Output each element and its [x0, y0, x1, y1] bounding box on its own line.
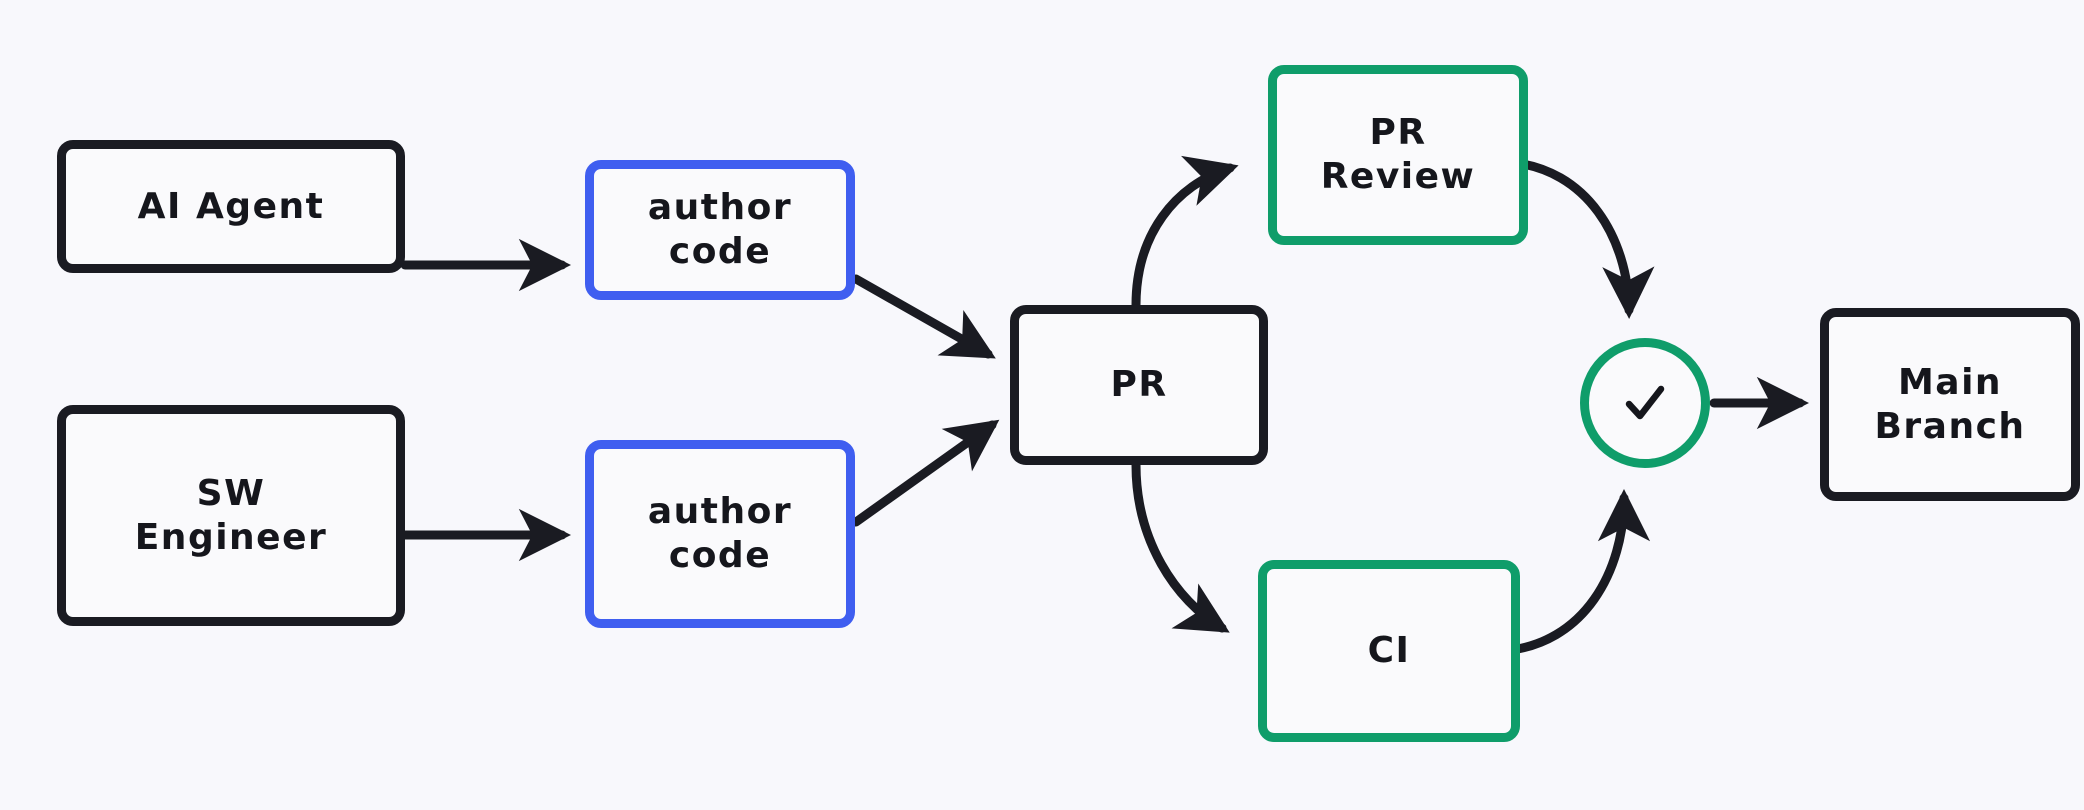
node-sw-engineer[interactable]: SW Engineer	[57, 405, 405, 626]
edge-ci-to-check	[1497, 488, 1651, 656]
node-pr-review-label: PR Review	[1320, 112, 1476, 197]
node-merge-check[interactable]	[1580, 338, 1710, 468]
node-sw-engineer-label: SW Engineer	[134, 472, 328, 558]
node-ci[interactable]: CI	[1258, 560, 1520, 742]
edge-pr-to-pr-review	[1131, 155, 1239, 310]
node-main-branch[interactable]: Main Branch	[1820, 308, 2080, 501]
edge-author-code-2-to-pr	[851, 419, 1000, 527]
node-author-code-2-label: author code	[647, 491, 793, 576]
node-pr[interactable]: PR	[1010, 305, 1268, 465]
node-author-code-2[interactable]: author code	[585, 440, 855, 628]
node-pr-label: PR	[1110, 364, 1168, 406]
edge-author-code-1-to-pr	[851, 274, 996, 359]
node-pr-review[interactable]: PR Review	[1268, 65, 1528, 245]
edge-pr-review-to-check	[1503, 157, 1655, 319]
node-ci-label: CI	[1367, 630, 1411, 672]
node-author-code-1[interactable]: author code	[585, 160, 855, 300]
check-icon	[1625, 385, 1665, 420]
node-ai-agent[interactable]: AI Agent	[57, 140, 405, 273]
node-main-branch-label: Main Branch	[1874, 361, 2026, 447]
node-author-code-1-label: author code	[647, 187, 793, 272]
edge-pr-to-ci	[1131, 460, 1230, 633]
node-ai-agent-label: AI Agent	[137, 185, 325, 227]
